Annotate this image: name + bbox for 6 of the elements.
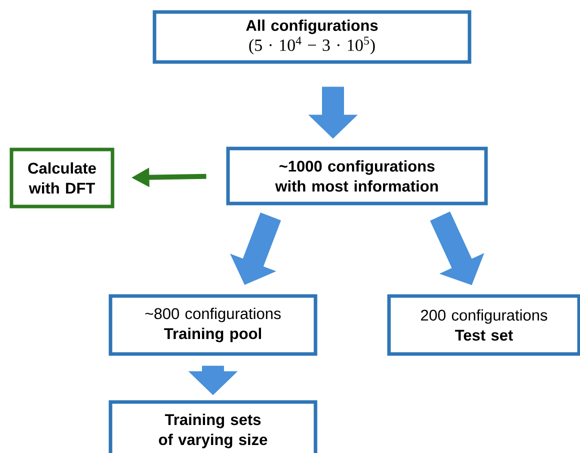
process-box: ~800 configurations Training pool [108,294,318,356]
process-box: Calculate with DFT [10,148,114,208]
process-box: Training sets of varying size [108,400,318,453]
process-box: ~1000 configurations with most information [226,146,488,206]
process-box: All configurations (5 · 10$^{4}$ − 3 · 10$^{5}$) [152,10,472,64]
process-box: 200 configurations Test set [387,294,580,356]
